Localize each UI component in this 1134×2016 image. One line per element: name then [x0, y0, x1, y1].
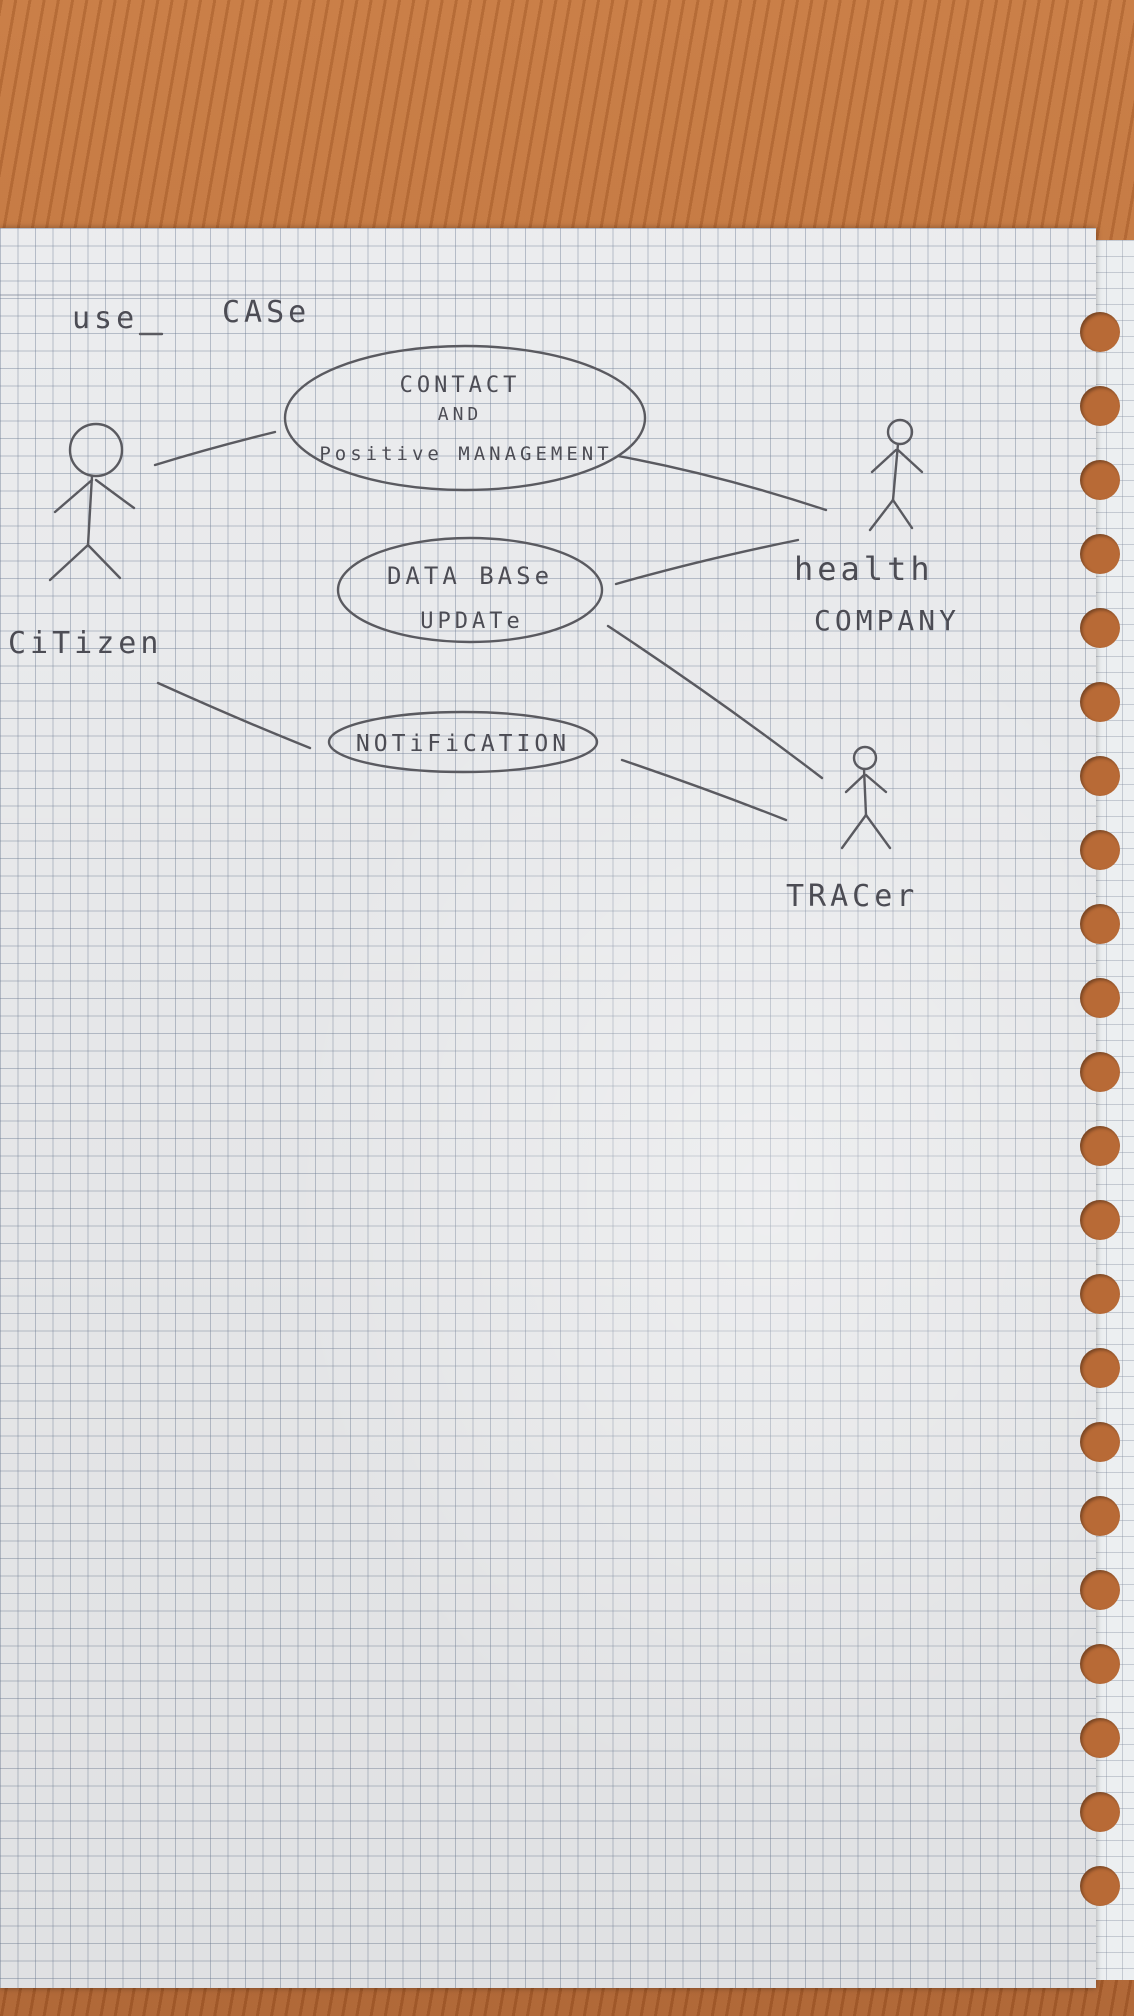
tracer-body	[862, 767, 868, 817]
underlying-sheet	[1090, 240, 1134, 1980]
usecase-database-label-2: UPDATe	[420, 609, 523, 634]
association-citizen-contact	[153, 430, 277, 467]
binding-hole	[1080, 978, 1120, 1018]
citizen-body	[86, 474, 94, 547]
binding-hole	[1080, 1126, 1120, 1166]
binding-hole	[1080, 1200, 1120, 1240]
binding-hole	[1080, 608, 1120, 648]
actor-tracer	[840, 745, 892, 850]
binding-hole	[1080, 1348, 1120, 1388]
binding-hole	[1080, 534, 1120, 574]
association-contact-health-company	[616, 454, 828, 512]
binding-hole	[1080, 460, 1120, 500]
binding-hole	[1080, 1792, 1120, 1832]
tracer-head	[852, 745, 878, 771]
usecase-database-ellipse	[336, 536, 604, 644]
tracer-left-arm	[844, 773, 866, 794]
usecase-notification-label: NOTiFiCATION	[356, 731, 570, 757]
association-database-health-company	[614, 538, 800, 586]
binding-hole	[1080, 1644, 1120, 1684]
usecase-contact-label-3: Positive MANAGEMENT	[319, 443, 612, 465]
citizen-left-arm	[53, 478, 94, 514]
actor-health-company-label-2: COMPANY	[814, 604, 960, 637]
association-citizen-notification	[156, 681, 312, 750]
actor-health-company-label-1: health	[794, 550, 934, 588]
usecase-notification-ellipse	[327, 710, 599, 774]
title-word-use: use	[72, 301, 138, 336]
usecase-contact-ellipse	[283, 344, 647, 492]
binding-hole	[1080, 1052, 1120, 1092]
actor-health-company	[868, 418, 924, 532]
health-company-body	[891, 442, 900, 502]
binding-hole	[1080, 1496, 1120, 1536]
binding-hole	[1080, 312, 1120, 352]
binding-hole	[1080, 1718, 1120, 1758]
association-notification-tracer	[620, 758, 788, 822]
tracer-right-leg	[864, 813, 892, 850]
binding-hole	[1080, 904, 1120, 944]
title-word-case: CASe	[222, 295, 310, 330]
health-company-left-arm	[870, 448, 898, 474]
tracer-left-leg	[840, 813, 868, 850]
tracer-right-arm	[864, 773, 888, 794]
usecase-contact-label-1: CONTACT	[400, 373, 521, 398]
health-company-right-leg	[891, 498, 914, 530]
health-company-right-arm	[896, 448, 924, 474]
actor-citizen-label: CiTizen	[8, 626, 162, 661]
health-company-head	[886, 418, 914, 446]
binding-hole	[1080, 756, 1120, 796]
citizen-right-arm	[94, 478, 136, 510]
binding-hole	[1080, 386, 1120, 426]
top-margin-band	[0, 228, 1096, 296]
usecase-database-label-1: DATA BASe	[387, 562, 553, 590]
health-company-left-leg	[868, 498, 895, 532]
usecase-contact-label-2: AND	[438, 404, 483, 425]
binding-hole	[1080, 682, 1120, 722]
citizen-head	[68, 422, 124, 478]
binding-hole	[1080, 1570, 1120, 1610]
association-database-tracer	[606, 624, 824, 780]
binding-hole	[1080, 1274, 1120, 1314]
actor-tracer-label: TRACer	[786, 879, 918, 914]
binding-hole	[1080, 1866, 1120, 1906]
binding-hole	[1080, 1422, 1120, 1462]
citizen-left-leg	[48, 543, 90, 582]
citizen-right-leg	[86, 543, 122, 580]
actor-citizen	[48, 422, 136, 582]
binding-hole	[1080, 830, 1120, 870]
